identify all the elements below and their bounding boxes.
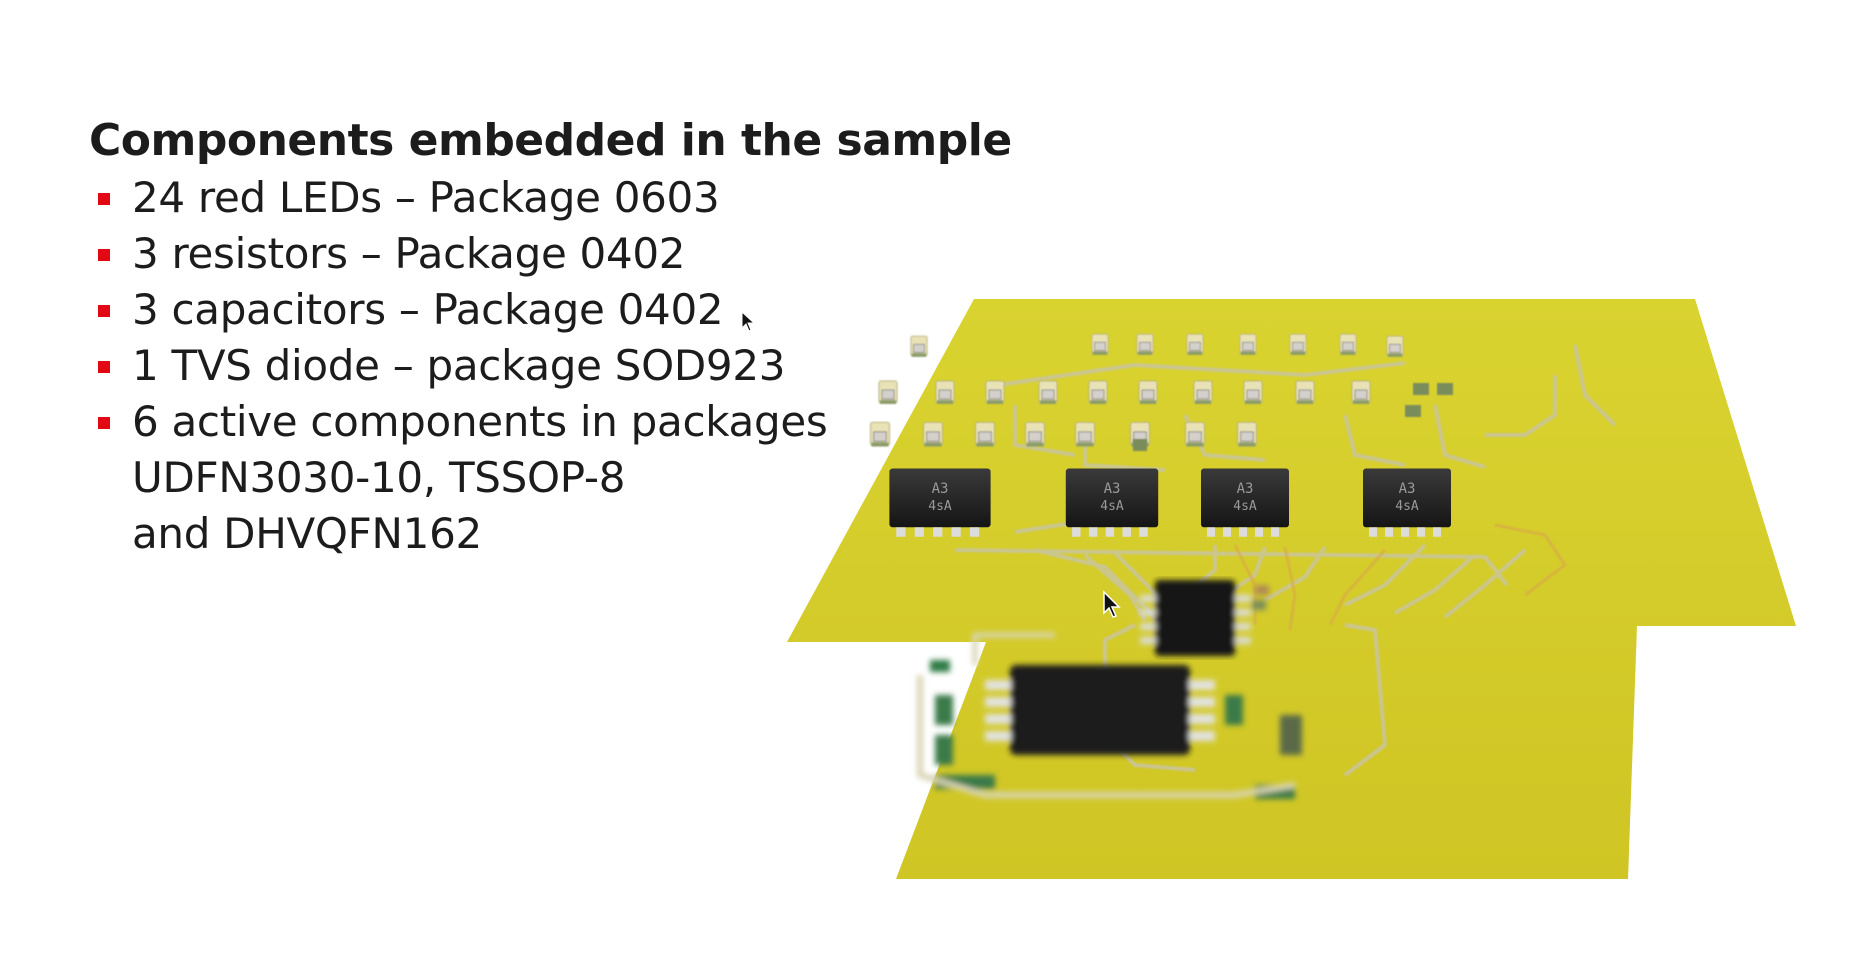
chip-marking-line1: A3 — [1237, 481, 1254, 497]
chip-marking-line2: 4sA — [1100, 499, 1124, 514]
list-item-text: 3 capacitors – Package 0402 — [132, 285, 724, 334]
bullet-square-icon — [98, 417, 110, 429]
chip-row: A3 4sA A3 4sA A3 4sA A3 4sA — [889, 468, 1451, 537]
list-item: 3 resistors – Package 0402 — [94, 226, 827, 282]
chip-marking-line1: A3 — [1399, 481, 1416, 497]
slide-title: Components embedded in the sample — [89, 115, 1012, 166]
list-item-text: 1 TVS diode – package SOD923 — [132, 341, 786, 390]
pcb-board-photo: A3 4sA A3 4sA A3 4sA A3 4sA — [787, 299, 1796, 879]
bullet-square-icon — [98, 305, 110, 317]
list-item: 6 active components in packages UDFN3030… — [94, 394, 828, 562]
list-item-text: 24 red LEDs – Package 0603 — [132, 173, 720, 222]
list-item: 24 red LEDs – Package 0603 — [94, 170, 827, 226]
chip-marking-line1: A3 — [1104, 481, 1121, 497]
chip-marking-line2: 4sA — [1233, 499, 1257, 514]
list-item-text: and DHVQFN162 — [132, 509, 482, 558]
bullet-square-icon — [98, 249, 110, 261]
list-item: 3 capacitors – Package 0402 — [94, 282, 827, 338]
bullet-square-icon — [98, 193, 110, 205]
list-item-text: 3 resistors – Package 0402 — [132, 229, 686, 278]
mouse-pointer-icon — [1103, 590, 1121, 618]
bullet-square-icon — [98, 361, 110, 373]
list-item-text: UDFN3030-10, TSSOP-8 — [132, 453, 626, 502]
chip-marking-line1: A3 — [932, 481, 949, 497]
list-item: 1 TVS diode – package SOD923 — [94, 338, 827, 394]
list-item-text: 6 active components in packages — [132, 397, 828, 446]
chip-marking-line2: 4sA — [1395, 499, 1419, 514]
mouse-pointer-icon — [741, 311, 756, 332]
component-list: 24 red LEDs – Package 0603 3 resistors –… — [94, 170, 828, 562]
chip-marking-line2: 4sA — [928, 499, 952, 514]
